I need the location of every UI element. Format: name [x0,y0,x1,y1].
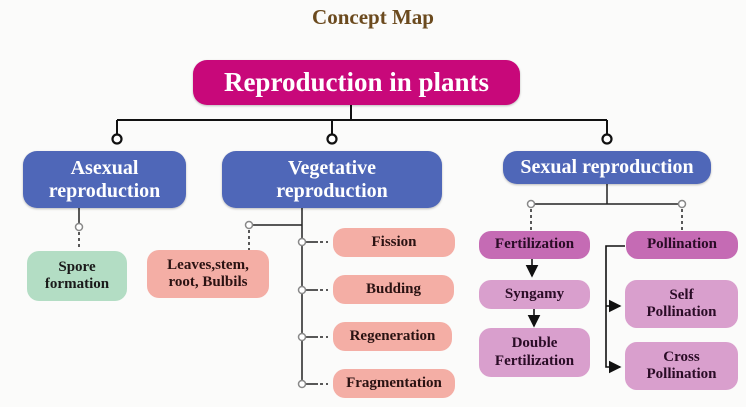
double-fert-line2: Fertilization [494,352,575,369]
vegetative-label-line1: Vegetative [287,156,377,179]
root-label: Reproduction in plants [223,66,490,97]
spore-formation-node: Spore formation [27,251,127,301]
pollination-node: Pollination [626,231,738,259]
syngamy-node: Syngamy [479,280,590,309]
budding-label: Budding [365,280,422,297]
root-node: Reproduction in plants [193,60,520,105]
connector-dot [601,133,613,145]
asexual-label-line1: Asexual [70,156,139,179]
vegetative-node: Vegetative reproduction [222,151,442,208]
regeneration-label: Regeneration [349,327,436,344]
fertilization-node: Fertilization [479,231,590,259]
fission-label: Fission [371,233,417,250]
fragmentation-label: Fragmentation [346,374,442,391]
syngamy-label: Syngamy [504,285,565,302]
double-fertilization-node: Double Fertilization [479,328,590,377]
sexual-node: Sexual reproduction [503,151,711,184]
self-poll-line2: Pollination [646,304,717,320]
spore-line2: formation [44,276,110,292]
diagram-title: Concept Map [312,5,434,29]
leaves-stem-root-node: Leaves,stem, root, Bulbils [147,250,269,298]
vegetative-label-line2: reproduction [276,179,388,202]
leaves-line1: Leaves,stem, [167,256,249,273]
cross-poll-line1: Cross [663,348,700,365]
asexual-node: Asexual reproduction [23,151,186,208]
pollination-label: Pollination [646,236,717,253]
fission-node: Fission [333,228,455,257]
spore-line1: Spore [58,258,96,275]
self-pollination-node: Self Pollination [625,280,738,328]
regeneration-node: Regeneration [333,322,452,351]
cross-pollination-node: Cross Pollination [625,342,738,390]
fertilization-label: Fertilization [494,236,575,253]
sexual-label: Sexual reproduction [520,156,694,178]
self-poll-line1: Self [669,286,694,303]
connector-dot [326,133,338,145]
fragmentation-node: Fragmentation [333,369,455,398]
asexual-label-line2: reproduction [48,179,161,202]
budding-node: Budding [333,275,454,304]
leaves-line2: root, Bulbils [168,274,248,290]
double-fert-line1: Double [511,335,558,352]
connector-dot [111,133,123,145]
cross-poll-line2: Pollination [646,366,717,382]
